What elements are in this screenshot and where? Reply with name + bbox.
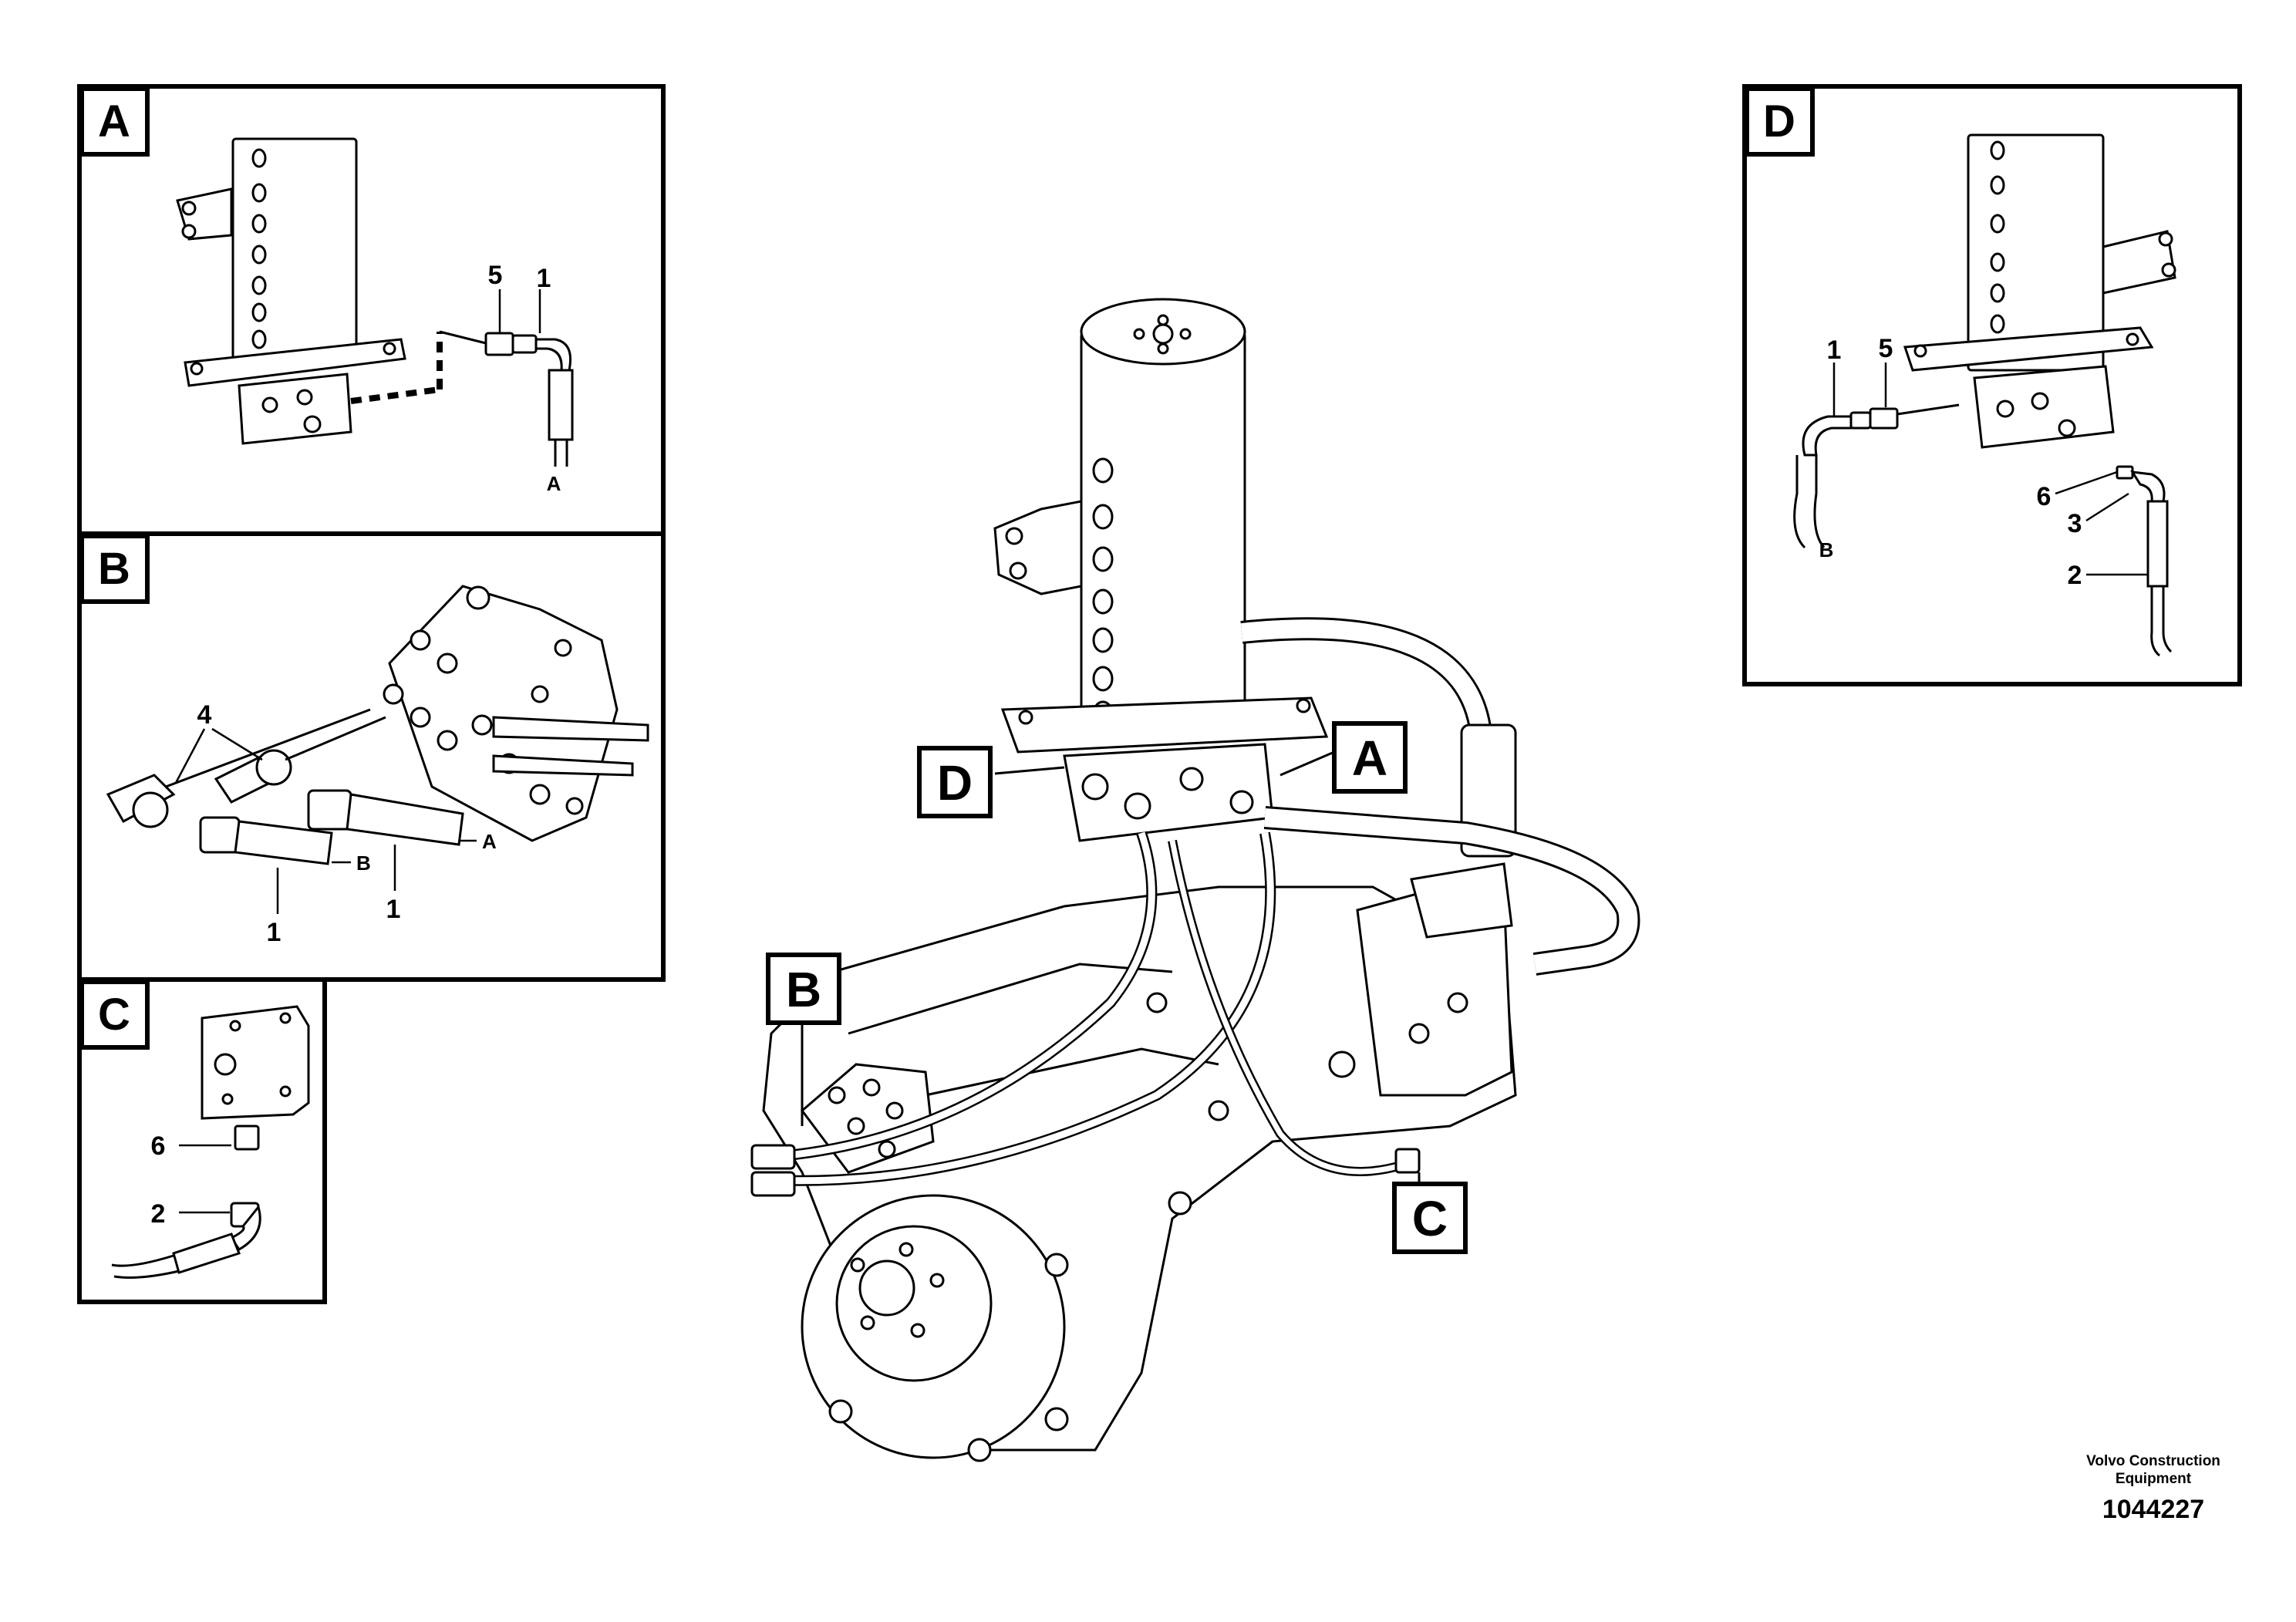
panel-a-label: A: [98, 96, 130, 147]
detail-panel-d: D: [1742, 84, 2242, 686]
port-block-illustration-c: [111, 1005, 310, 1279]
company-name-line2: Equipment: [2116, 1471, 2192, 1487]
hose-end-a-label: A: [547, 472, 561, 495]
main-label-b: B: [766, 953, 841, 1025]
svg-text:A: A: [1352, 730, 1387, 786]
pump-valve-illustration-b: [106, 585, 649, 865]
callout-d-6: 6: [2037, 482, 2052, 511]
callout-d-2: 2: [2068, 561, 2082, 590]
callout-d-1: 1: [1827, 336, 1842, 365]
callout-a-1: 1: [537, 264, 551, 293]
callout-c-6: 6: [151, 1131, 166, 1161]
main-label-a: A: [1332, 721, 1408, 794]
main-assembly-illustration: [750, 298, 1640, 1462]
panel-b-label: B: [98, 544, 130, 594]
drawing-number: 1044227: [2102, 1495, 2204, 1524]
company-name-line1: Volvo Construction: [2086, 1453, 2220, 1469]
callout-a-5: 5: [488, 261, 503, 290]
hose-end-a-label-b: A: [482, 830, 497, 853]
main-label-d: D: [917, 746, 993, 818]
panel-d-label: D: [1763, 96, 1795, 147]
svg-text:D: D: [937, 755, 973, 811]
callout-c-2: 2: [151, 1199, 166, 1229]
callout-d-5: 5: [1879, 334, 1893, 363]
callout-d-3: 3: [2068, 509, 2082, 538]
rotary-joint-illustration-a: [176, 137, 574, 467]
callout-b-1-left: 1: [267, 918, 282, 947]
panel-c-label: C: [98, 990, 130, 1040]
hose-end-d-label: B: [1819, 538, 1834, 561]
callout-b-1-right: 1: [386, 895, 401, 924]
callout-b-4: 4: [197, 700, 212, 730]
rotary-joint-illustration-d: [1793, 133, 2176, 657]
hose-end-b-label: B: [356, 851, 371, 875]
detail-panel-b: B 4 1: [77, 531, 666, 982]
detail-panel-a: A 5: [77, 84, 666, 536]
svg-text:B: B: [786, 962, 821, 1017]
detail-panel-c: C 6 2: [77, 977, 327, 1304]
svg-text:C: C: [1412, 1191, 1448, 1246]
main-label-c: C: [1392, 1182, 1468, 1254]
